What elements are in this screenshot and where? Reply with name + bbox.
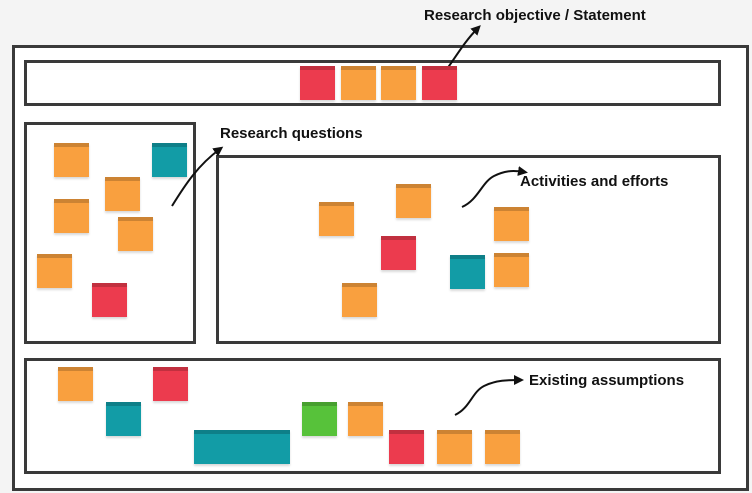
sticky-note-orange[interactable] [58, 367, 93, 401]
sticky-note-orange[interactable] [494, 207, 529, 241]
activities-frame [216, 155, 721, 344]
sticky-note-red[interactable] [153, 367, 188, 401]
sticky-note-red[interactable] [389, 430, 424, 464]
sticky-note-orange[interactable] [381, 66, 416, 100]
sticky-note-orange[interactable] [494, 253, 529, 287]
sticky-note-orange[interactable] [437, 430, 472, 464]
arrow-icon [171, 146, 224, 207]
sticky-note-orange[interactable] [118, 217, 153, 251]
sticky-note-green[interactable] [302, 402, 337, 436]
sticky-note-teal[interactable] [152, 143, 187, 177]
sticky-note-red[interactable] [92, 283, 127, 317]
sticky-note-orange[interactable] [341, 66, 376, 100]
questions-label: Research questions [220, 125, 363, 142]
sticky-note-red[interactable] [300, 66, 335, 100]
sticky-note-orange[interactable] [319, 202, 354, 236]
sticky-note-orange[interactable] [37, 254, 72, 288]
sticky-note-teal[interactable] [106, 402, 141, 436]
sticky-note-teal[interactable] [450, 255, 485, 289]
sticky-note-orange[interactable] [54, 143, 89, 177]
arrow-icon [461, 166, 528, 208]
sticky-note-teal-wide[interactable] [194, 430, 290, 464]
sticky-note-orange[interactable] [54, 199, 89, 233]
sticky-note-orange[interactable] [342, 283, 377, 317]
sticky-note-orange[interactable] [485, 430, 520, 464]
objective-label: Research objective / Statement [424, 7, 646, 24]
sticky-note-orange[interactable] [396, 184, 431, 218]
sticky-note-red[interactable] [381, 236, 416, 270]
sticky-note-orange[interactable] [105, 177, 140, 211]
assumptions-label: Existing assumptions [529, 372, 685, 389]
sticky-note-orange[interactable] [348, 402, 383, 436]
sticky-note-red[interactable] [422, 66, 457, 100]
arrow-icon [454, 375, 524, 416]
activities-label: Activities and efforts [520, 173, 669, 190]
